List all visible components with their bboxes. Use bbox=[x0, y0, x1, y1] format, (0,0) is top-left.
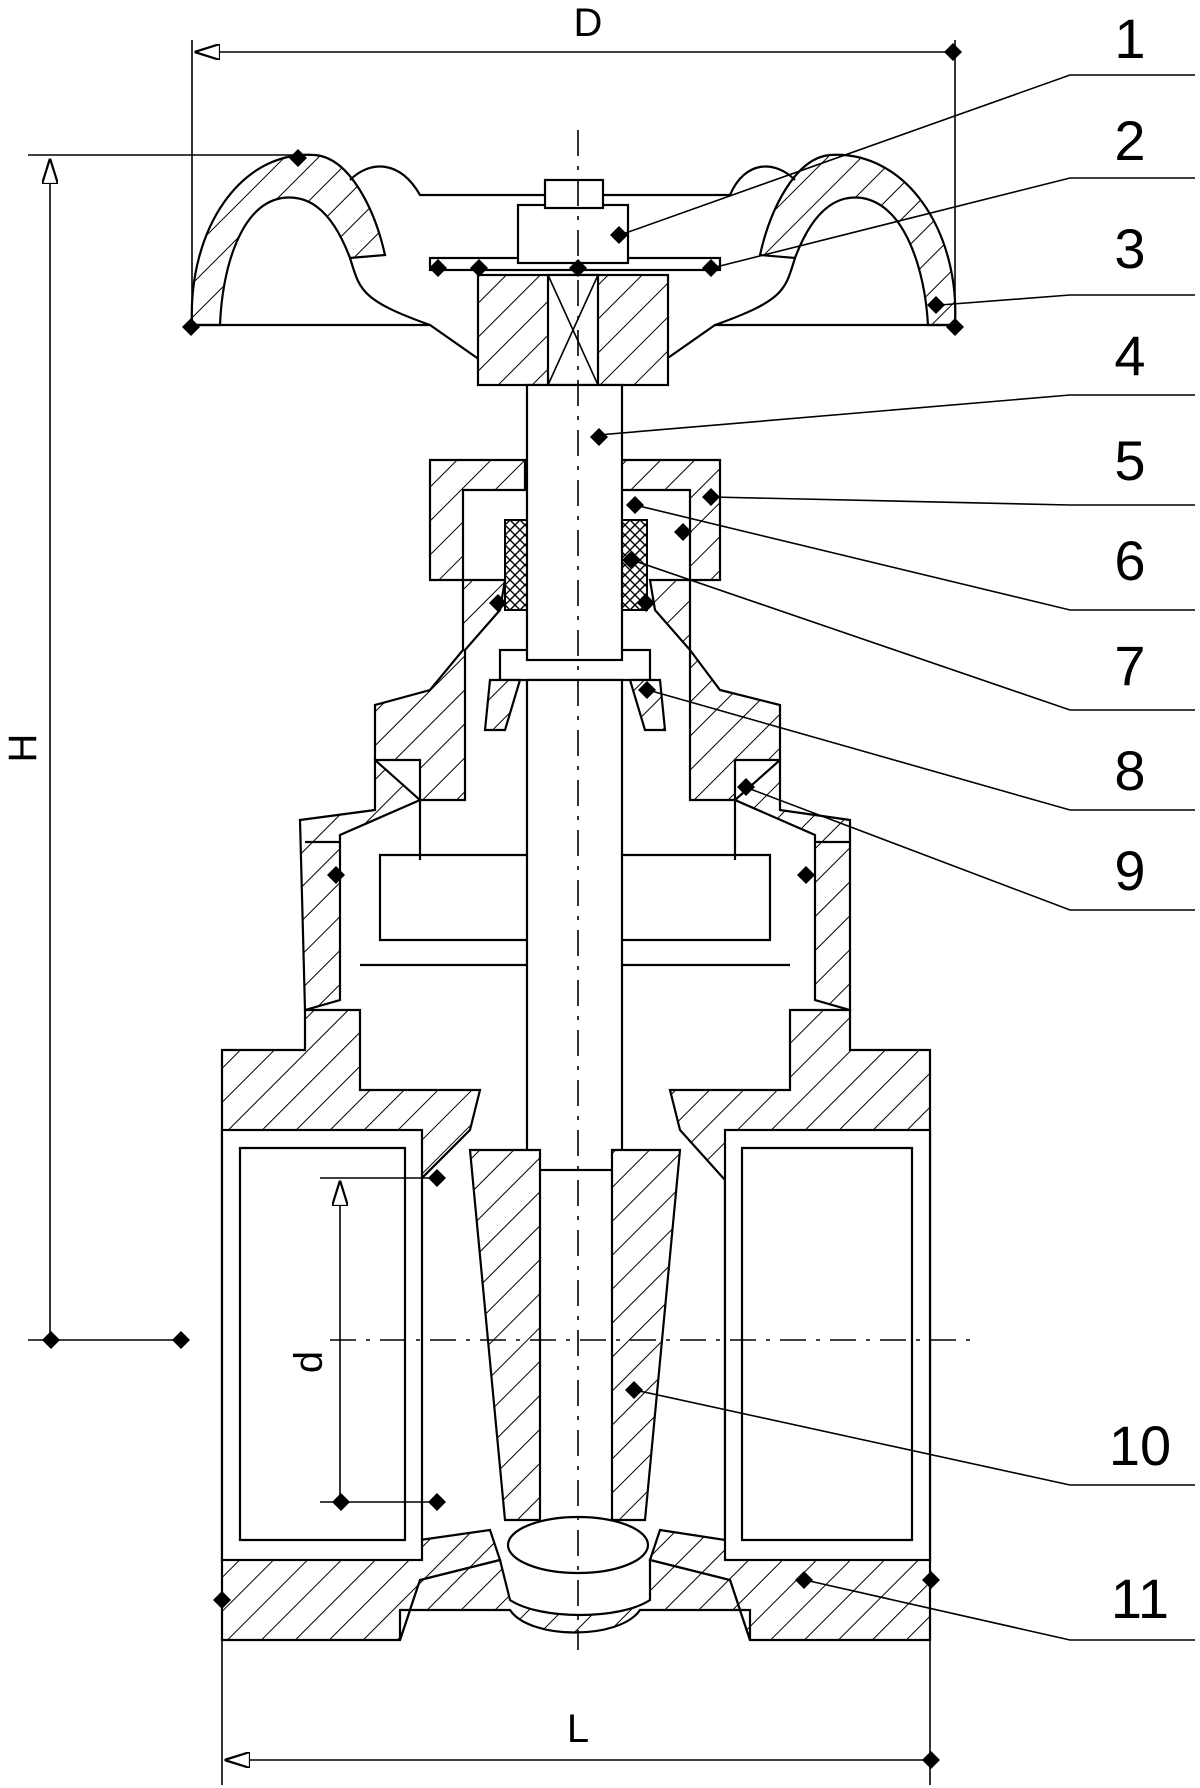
marker bbox=[922, 1571, 940, 1589]
left-port bbox=[220, 1128, 424, 1562]
marker bbox=[172, 1331, 190, 1349]
marker bbox=[569, 259, 587, 277]
callout-numbers: 1 2 3 4 5 6 7 8 9 10 11 bbox=[1109, 7, 1171, 1630]
marker bbox=[638, 681, 656, 699]
marker bbox=[590, 428, 608, 446]
marker bbox=[182, 318, 200, 336]
dimension-L: L bbox=[221, 1640, 931, 1785]
marker bbox=[42, 1331, 60, 1349]
marker bbox=[702, 259, 720, 277]
marker bbox=[795, 1571, 813, 1589]
callout-11: 11 bbox=[1111, 1567, 1169, 1630]
dimension-D: D bbox=[191, 1, 956, 325]
marker bbox=[702, 488, 720, 506]
marker bbox=[332, 1493, 350, 1511]
valve-body bbox=[220, 1008, 932, 1642]
wedge-gate bbox=[468, 1148, 682, 1522]
dimension-label-L: L bbox=[567, 1707, 589, 1751]
marker bbox=[946, 318, 964, 336]
callout-2: 2 bbox=[1114, 109, 1145, 172]
dimension-d: d bbox=[287, 1177, 440, 1503]
marker bbox=[944, 43, 962, 61]
packing-left bbox=[504, 519, 531, 611]
anchor-markers bbox=[42, 43, 964, 1769]
stem-lower bbox=[525, 678, 624, 1172]
callout-9: 9 bbox=[1114, 839, 1145, 902]
dimension-label-H: H bbox=[1, 734, 45, 763]
body-bottom bbox=[398, 1558, 752, 1641]
stem bbox=[525, 383, 624, 662]
bonnet-inner bbox=[360, 800, 790, 967]
dimension-label-D: D bbox=[574, 1, 603, 45]
handwheel-right-rim bbox=[758, 153, 957, 327]
marker bbox=[289, 149, 307, 167]
dimension-H: H bbox=[1, 154, 310, 1341]
body-neck bbox=[298, 757, 852, 1012]
marker bbox=[674, 523, 692, 541]
callout-8: 8 bbox=[1114, 739, 1145, 802]
handwheel-spoke bbox=[348, 257, 797, 361]
marker bbox=[428, 1169, 446, 1187]
callout-6: 6 bbox=[1114, 529, 1145, 592]
callout-4: 4 bbox=[1114, 324, 1145, 387]
marker bbox=[737, 778, 755, 796]
marker bbox=[927, 296, 945, 314]
marker bbox=[610, 226, 628, 244]
stem-thread-top bbox=[543, 178, 605, 210]
marker bbox=[626, 496, 644, 514]
dimension-label-d: d bbox=[287, 1351, 331, 1373]
callout-7: 7 bbox=[1114, 634, 1145, 697]
right-port bbox=[723, 1128, 932, 1562]
marker bbox=[622, 551, 640, 569]
marker bbox=[922, 1751, 940, 1769]
callout-3: 3 bbox=[1114, 217, 1145, 280]
marker bbox=[213, 1591, 231, 1609]
marker bbox=[489, 594, 507, 612]
right-port-thread bbox=[740, 1146, 914, 1542]
stem-square-cross bbox=[547, 274, 599, 386]
valve-stem bbox=[525, 383, 624, 1172]
marker bbox=[470, 259, 488, 277]
marker bbox=[637, 594, 655, 612]
hex-nut bbox=[516, 203, 630, 265]
marker bbox=[625, 1381, 643, 1399]
marker bbox=[428, 1493, 446, 1511]
marker bbox=[429, 259, 447, 277]
callout-5: 5 bbox=[1114, 429, 1145, 492]
callout-1: 1 bbox=[1114, 7, 1145, 70]
marker bbox=[797, 866, 815, 884]
leader-lines bbox=[597, 74, 1195, 1641]
handwheel-left-rim bbox=[190, 153, 387, 327]
callout-10: 10 bbox=[1109, 1414, 1171, 1477]
marker bbox=[327, 866, 345, 884]
left-port-thread bbox=[238, 1146, 407, 1542]
